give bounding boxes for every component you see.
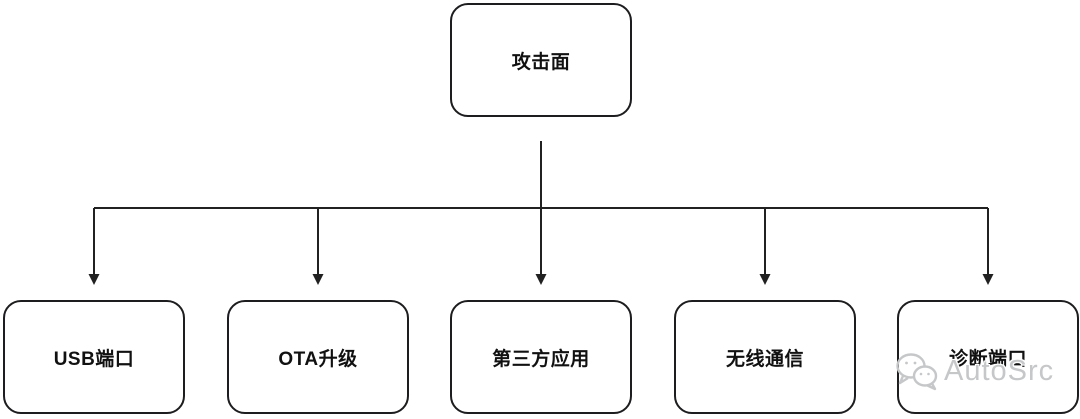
arrowhead-5 <box>982 274 994 285</box>
node-third-party-app: 第三方应用 <box>450 300 632 414</box>
node-attack-surface-label: 攻击面 <box>511 51 571 73</box>
node-ota-upgrade: OTA升级 <box>227 300 409 414</box>
arrowhead-4 <box>759 274 771 285</box>
arrowhead-3 <box>535 274 547 285</box>
node-wireless-comm-label: 无线通信 <box>725 348 804 370</box>
node-wireless-comm: 无线通信 <box>674 300 856 414</box>
node-usb-port: USB端口 <box>3 300 185 414</box>
node-ota-upgrade-label: OTA升级 <box>278 348 358 370</box>
arrowhead-1 <box>88 274 100 285</box>
node-diagnostic-port-label: 诊断端口 <box>948 348 1027 370</box>
arrowhead-2 <box>312 274 324 285</box>
node-diagnostic-port: 诊断端口 <box>897 300 1079 414</box>
node-attack-surface: 攻击面 <box>450 3 632 117</box>
node-third-party-app-label: 第三方应用 <box>492 348 590 370</box>
node-usb-port-label: USB端口 <box>53 348 135 370</box>
